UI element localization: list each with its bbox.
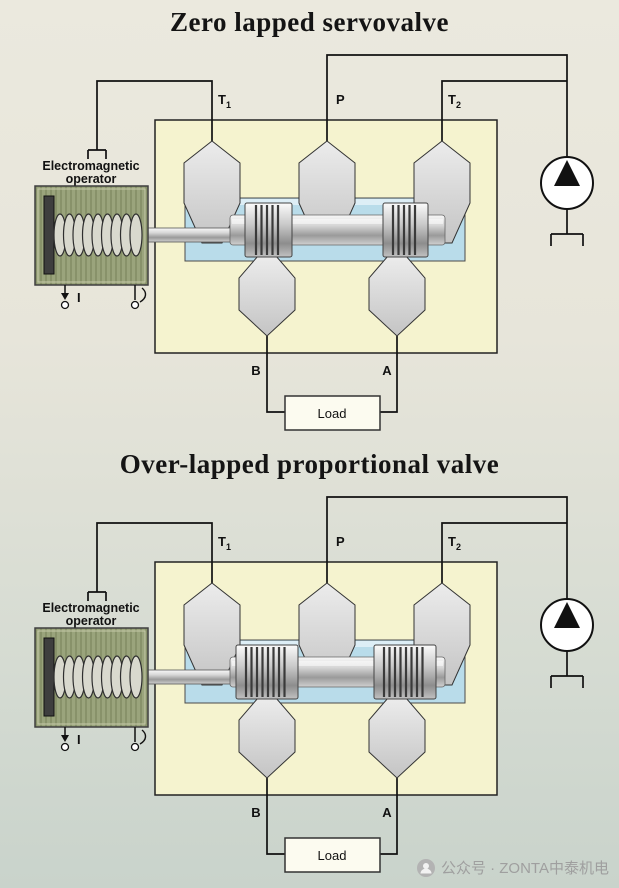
operator-pole [43, 637, 55, 717]
load-pipes [266, 336, 398, 413]
spool-land-right [373, 644, 437, 700]
load-label: Load [318, 406, 347, 421]
label-b: B [251, 363, 260, 378]
label-a: A [382, 363, 392, 378]
current-arrow-icon [61, 735, 69, 742]
tank-symbol [550, 651, 584, 688]
port-a [368, 255, 426, 337]
pump-symbol [540, 156, 594, 210]
operator-label-line2: operator [66, 172, 117, 186]
watermark-text: 公众号 · ZONTA中泰机电 [440, 860, 609, 877]
label-t1: T1 [218, 92, 231, 110]
terminal-left [60, 285, 70, 310]
port-b [238, 255, 296, 337]
label-p: P [336, 92, 345, 107]
spool [139, 202, 446, 258]
operator-pole [43, 195, 55, 275]
load-box: Load [284, 837, 381, 873]
operator-label-line1: Electromagnetic [42, 159, 139, 173]
pipe-p-supply [326, 496, 568, 599]
terminal-left [60, 727, 70, 752]
label-t1: T1 [218, 534, 231, 552]
operator-rod [139, 669, 241, 685]
label-p: P [336, 534, 345, 549]
spool [139, 644, 446, 700]
label-t2: T2 [448, 92, 461, 110]
port-tower-t1 [183, 582, 241, 686]
pump-triangle-icon [554, 602, 580, 628]
pipe-t1-drain [87, 80, 213, 159]
spool-land-right [382, 202, 429, 258]
operator-rod [139, 227, 241, 243]
pump-symbol [540, 598, 594, 652]
pipe-t1-drain [87, 522, 213, 601]
terminal-right [130, 727, 147, 752]
port-b [238, 697, 296, 779]
spool-land-left [244, 202, 293, 258]
proportional-valve-diagram: I Electromagnetic operator T1 P T2 B A L… [34, 496, 594, 873]
electromagnetic-operator: I [34, 627, 149, 752]
diagram-title: Zero lapped servovalve [170, 7, 449, 37]
current-arrow-icon [61, 293, 69, 300]
watermark: 公众号 · ZONTA中泰机电 [416, 857, 609, 878]
terminal-right [130, 285, 147, 310]
label-b: B [251, 805, 260, 820]
current-label: I [77, 290, 81, 305]
diagram-title: Over-lapped proportional valve [119, 449, 500, 479]
pipe-t2-return [441, 522, 567, 583]
pipe-t2-return [441, 80, 567, 141]
port-tower-t1 [183, 140, 241, 244]
current-label: I [77, 732, 81, 747]
operator-coil [53, 655, 143, 699]
spool-land-left [235, 644, 299, 700]
operator-coil [53, 213, 143, 257]
operator-label-line1: Electromagnetic [42, 601, 139, 615]
label-t2: T2 [448, 534, 461, 552]
operator-label-line2: operator [66, 614, 117, 628]
electromagnetic-operator: I [34, 185, 149, 310]
load-label: Load [318, 848, 347, 863]
load-box: Load [284, 395, 381, 431]
label-a: A [382, 805, 392, 820]
port-a [368, 697, 426, 779]
pump-triangle-icon [554, 160, 580, 186]
load-pipes [266, 778, 398, 855]
official-account-icon [416, 858, 435, 877]
pipe-p-supply [326, 54, 568, 157]
tank-symbol [550, 209, 584, 246]
servovalve-diagram: I Electromagnetic operator T1 P T2 B A L… [34, 54, 594, 431]
